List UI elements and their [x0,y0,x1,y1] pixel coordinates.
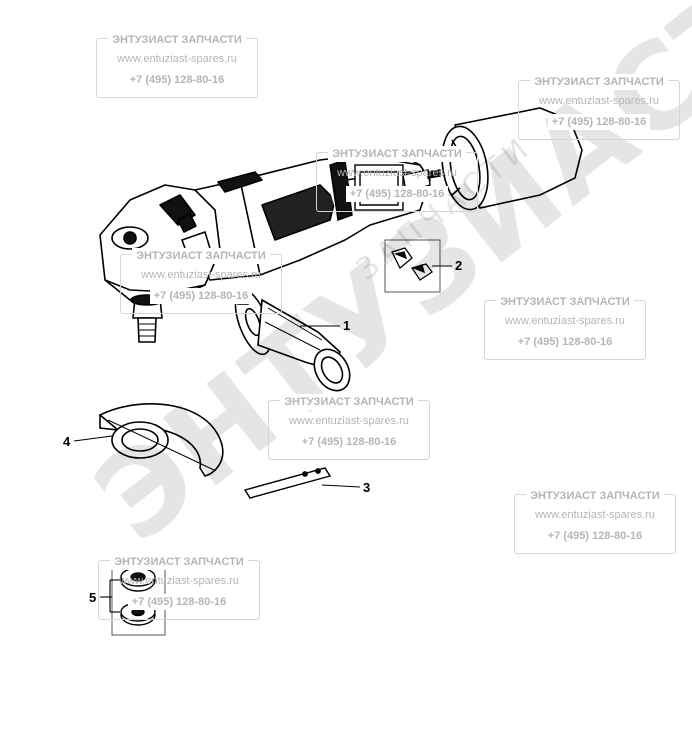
watermark-phone: +7 (495) 128-80-16 [547,114,651,130]
callout-spanner: 3 [363,480,371,495]
callout-side-handle: 1 [343,318,351,333]
watermark-phone: +7 (495) 128-80-16 [125,72,229,88]
carbon-brushes-drawing [384,239,441,293]
watermark-url: www.entuziast-spares.ru [141,269,261,281]
watermark-url: www.entuziast-spares.ru [289,415,409,427]
watermark-label: ЭНТУЗИАСТ ЗАПЧАСТИ www.entuziast-spares.… [316,146,478,212]
watermark-name: ЭНТУЗИАСТ ЗАПЧАСТИ [110,554,248,570]
callout-flange-set: 5 [89,590,97,605]
watermark-label: ЭНТУЗИАСТ ЗАПЧАСТИ www.entuziast-spares.… [514,488,676,554]
watermark-name: ЭНТУЗИАСТ ЗАПЧАСТИ [108,32,246,48]
watermark-name: ЭНТУЗИАСТ ЗАПЧАСТИ [280,394,418,410]
watermark-phone: +7 (495) 128-80-16 [513,334,617,350]
watermark-phone: +7 (495) 128-80-16 [543,528,647,544]
callout-wheel-guard: 4 [63,434,71,449]
watermark-url: www.entuziast-spares.ru [539,95,659,107]
watermark-name: ЭНТУЗИАСТ ЗАПЧАСТИ [496,294,634,310]
watermark-phone: +7 (495) 128-80-16 [297,434,401,450]
watermark-url: www.entuziast-spares.ru [505,315,625,327]
watermark-label: ЭНТУЗИАСТ ЗАПЧАСТИ www.entuziast-spares.… [98,554,260,620]
watermark-label: ЭНТУЗИАСТ ЗАПЧАСТИ www.entuziast-spares.… [268,394,430,460]
watermark-name: ЭНТУЗИАСТ ЗАПЧАСТИ [526,488,664,504]
wheel-guard-drawing [98,403,224,477]
watermark-url: www.entuziast-spares.ru [119,575,239,587]
callout-carbon-brushes: 2 [455,258,463,273]
watermark-label: ЭНТУЗИАСТ ЗАПЧАСТИ www.entuziast-spares.… [484,294,646,360]
watermark-name: ЭНТУЗИАСТ ЗАПЧАСТИ [132,248,270,264]
watermark-label: ЭНТУЗИАСТ ЗАПЧАСТИ www.entuziast-spares.… [96,32,258,98]
spanner-drawing [243,467,332,499]
watermark-url: www.entuziast-spares.ru [535,509,655,521]
watermark-label: ЭНТУЗИАСТ ЗАПЧАСТИ www.entuziast-spares.… [120,248,282,314]
watermark-phone: +7 (495) 128-80-16 [149,288,253,304]
watermark-phone: +7 (495) 128-80-16 [127,594,231,610]
watermark-name: ЭНТУЗИАСТ ЗАПЧАСТИ [328,146,466,162]
watermark-url: www.entuziast-spares.ru [337,167,457,179]
leader-lines [73,265,452,613]
watermark-label: ЭНТУЗИАСТ ЗАПЧАСТИ www.entuziast-spares.… [518,74,680,140]
watermark-name: ЭНТУЗИАСТ ЗАПЧАСТИ [530,74,668,90]
watermark-phone: +7 (495) 128-80-16 [345,186,449,202]
watermark-url: www.entuziast-spares.ru [117,53,237,65]
